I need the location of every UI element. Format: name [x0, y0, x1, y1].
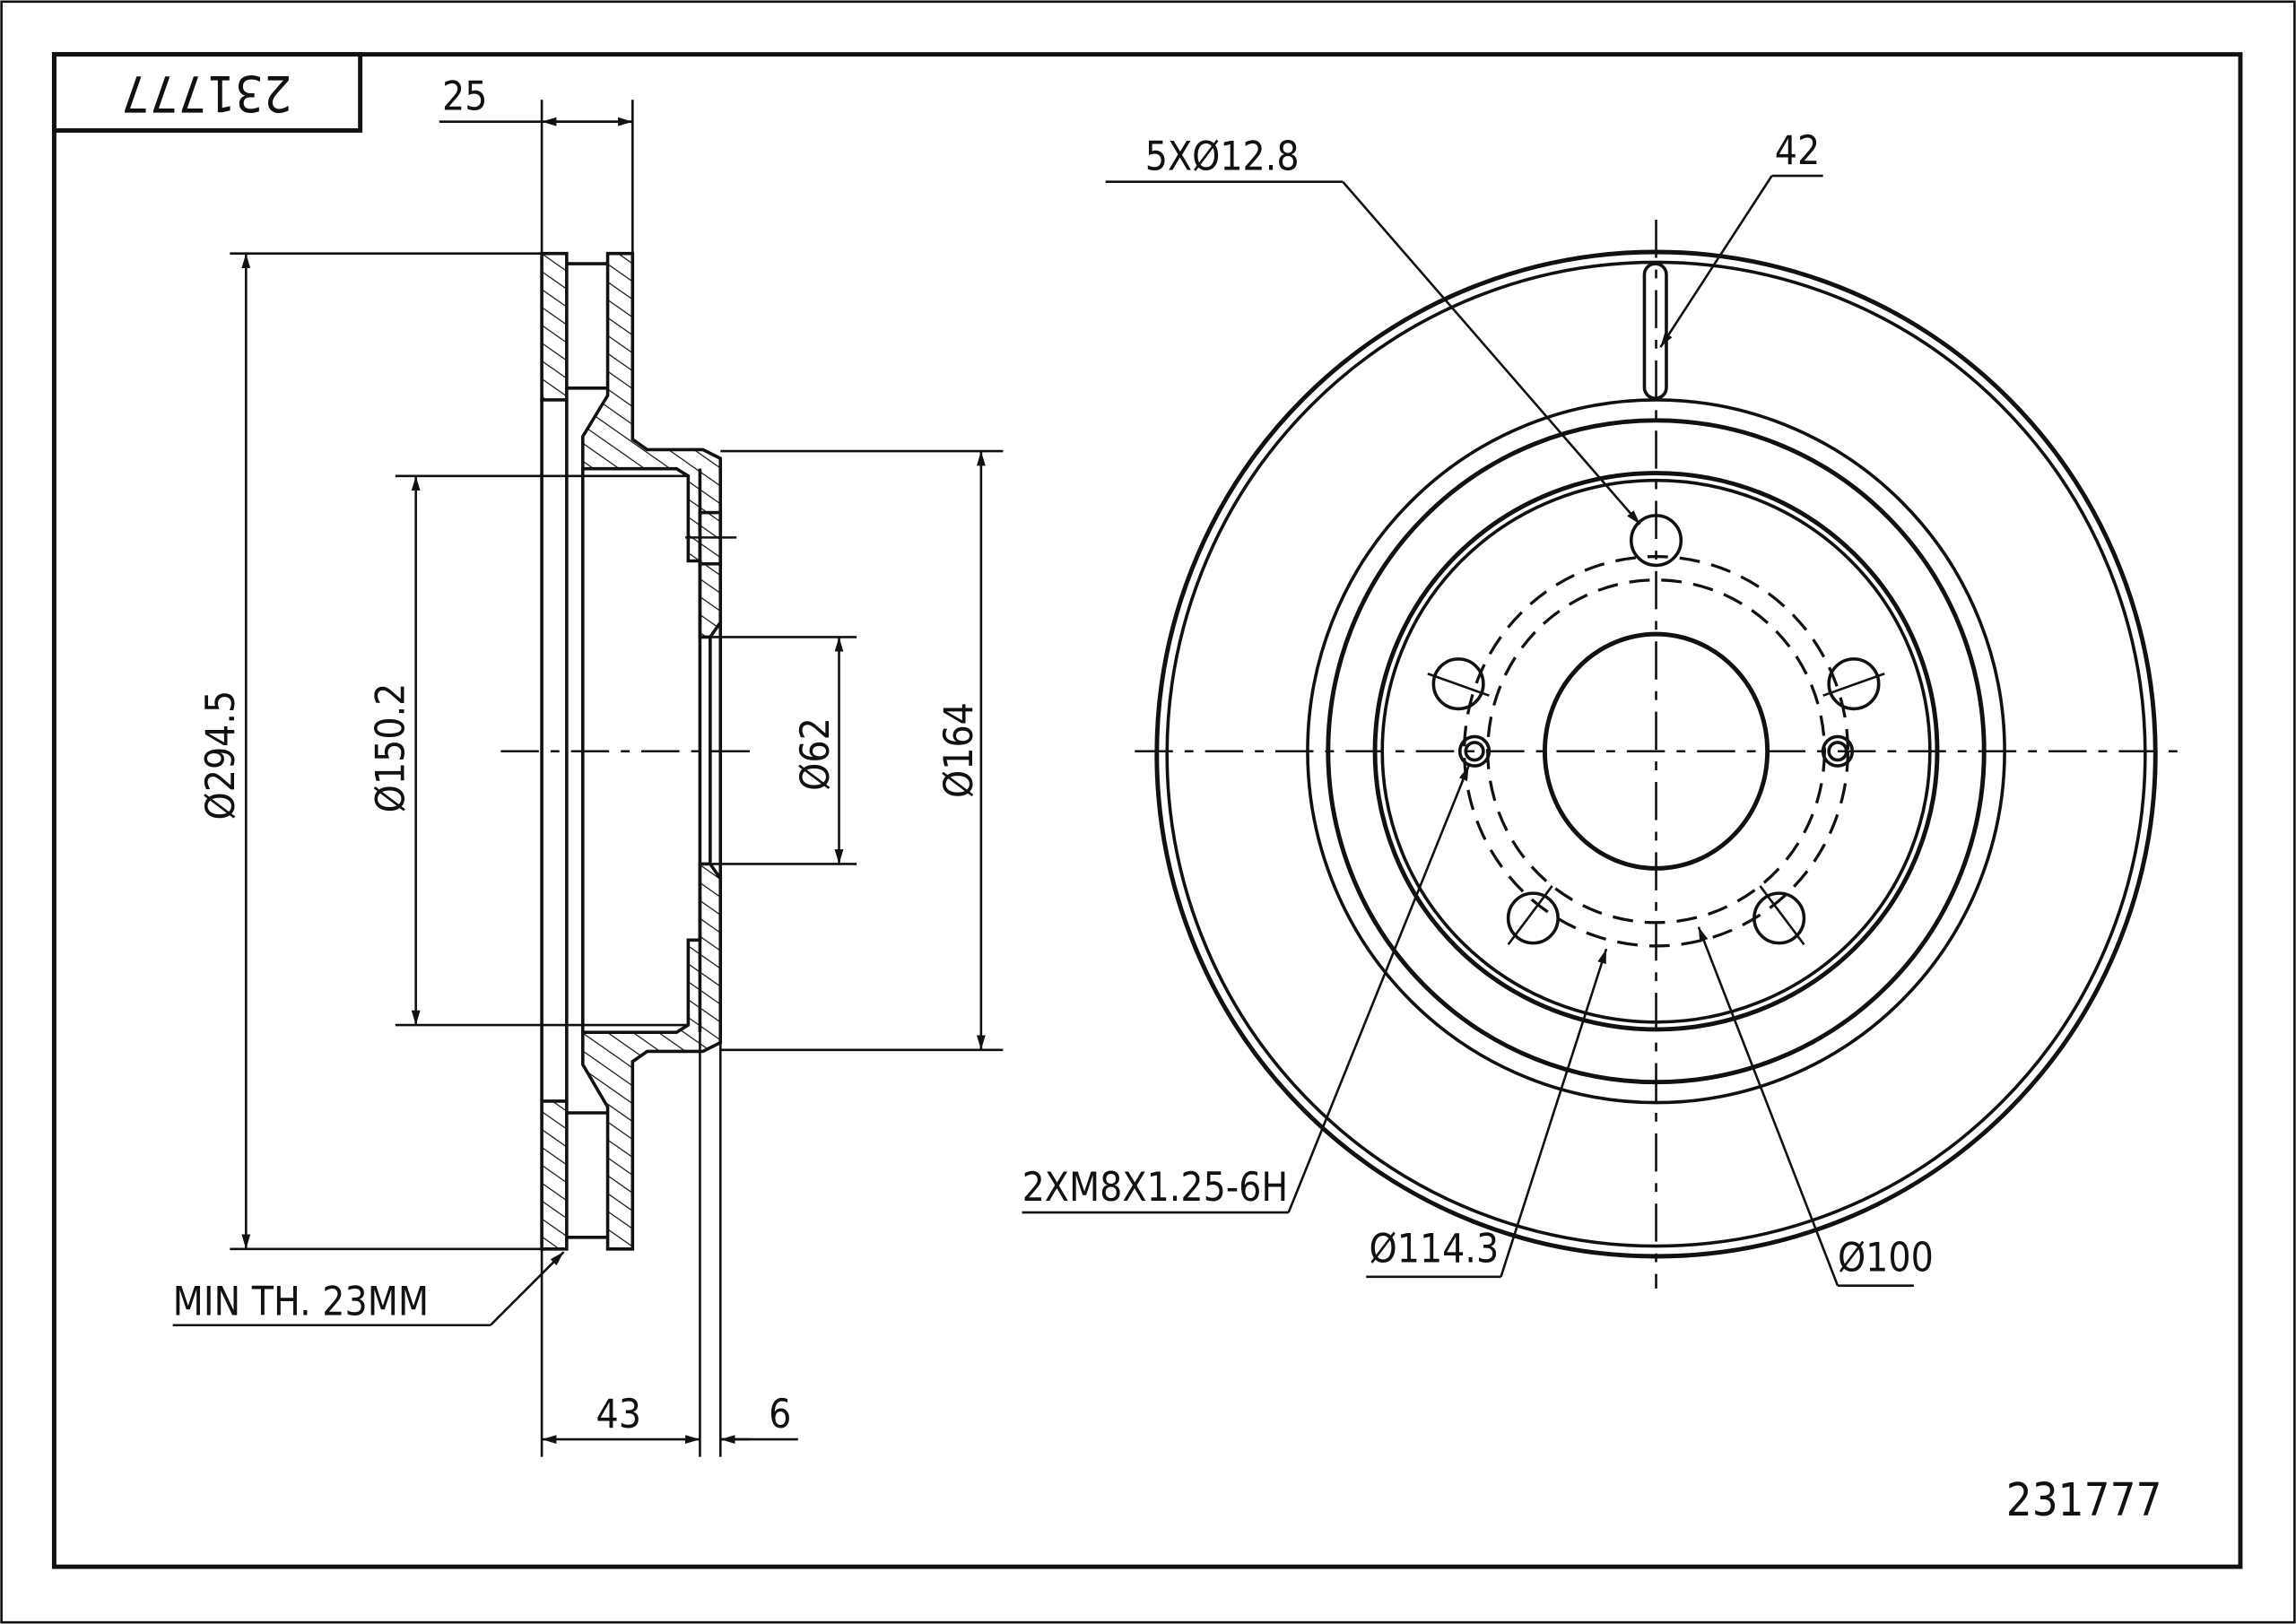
- dim-6: 6: [769, 1392, 791, 1437]
- dim-outer-diameter: Ø294.5: [198, 690, 244, 821]
- dim-hat-inner: Ø150.2: [369, 683, 414, 813]
- side-dimensions: 25 Ø294.5 Ø150.2 Ø62 Ø164 MIN TH. 23MM 4…: [173, 74, 1004, 1457]
- part-number: 231777: [2006, 1473, 2162, 1526]
- dim-25: 25: [442, 74, 487, 120]
- front-view: [1135, 220, 2178, 1289]
- min-thickness-label: MIN TH. 23MM: [173, 1279, 430, 1324]
- inner-circle-label: Ø100: [1838, 1235, 1934, 1281]
- slot-dim-label: 42: [1775, 128, 1820, 174]
- title-box-mirrored-text: 231777: [121, 64, 292, 122]
- svg-text:231777: 231777: [121, 64, 292, 122]
- dim-center-bore: Ø62: [793, 717, 839, 791]
- threaded-holes-label: 2XM8X1.25-6H: [1022, 1165, 1289, 1211]
- front-annotations: 5XØ12.8 42 2XM8X1.25-6H Ø114.3 Ø100: [1022, 128, 1934, 1287]
- pcd-label: Ø114.3: [1370, 1227, 1500, 1272]
- drawing-frame: [51, 52, 2243, 1569]
- title-box: [51, 52, 363, 133]
- side-section-view: [500, 251, 754, 1251]
- dim-43: 43: [596, 1392, 640, 1437]
- bolt-holes-label: 5XØ12.8: [1145, 135, 1300, 180]
- dim-hat-outer: Ø164: [936, 702, 982, 798]
